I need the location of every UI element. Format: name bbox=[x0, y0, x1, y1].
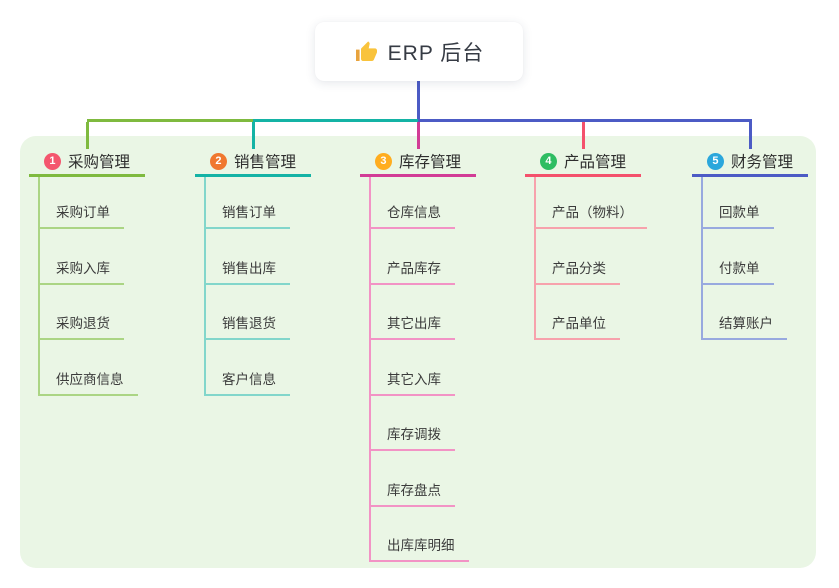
branch-node-sales[interactable]: 2 销售管理 bbox=[195, 148, 311, 177]
child-node[interactable]: 销售退货 bbox=[204, 313, 290, 340]
branch-node-purchase[interactable]: 1 采购管理 bbox=[29, 148, 145, 177]
branch-number-badge: 2 bbox=[209, 152, 227, 170]
child-node[interactable]: 销售出库 bbox=[204, 258, 290, 285]
branch-spine-product bbox=[534, 177, 536, 340]
branch-label: 产品管理 bbox=[563, 154, 626, 171]
child-node[interactable]: 采购退货 bbox=[38, 313, 124, 340]
mindmap-panel bbox=[20, 136, 816, 568]
branch-number-badge: 5 bbox=[706, 152, 724, 170]
top-connector-segment bbox=[87, 119, 253, 122]
child-node[interactable]: 供应商信息 bbox=[38, 369, 138, 396]
child-node[interactable]: 采购入库 bbox=[38, 258, 124, 285]
branch-spine-finance bbox=[701, 177, 703, 340]
branch-label: 库存管理 bbox=[398, 154, 461, 171]
branch-label: 销售管理 bbox=[233, 154, 296, 171]
child-node[interactable]: 结算账户 bbox=[701, 313, 787, 340]
child-node[interactable]: 库存盘点 bbox=[369, 480, 455, 507]
child-node[interactable]: 出库库明细 bbox=[369, 535, 469, 562]
branch-connector-inventory bbox=[416, 122, 420, 149]
child-node[interactable]: 库存调拨 bbox=[369, 424, 455, 451]
branch-number-badge: 4 bbox=[539, 152, 557, 170]
top-connector-segment bbox=[418, 119, 752, 122]
branch-node-finance[interactable]: 5 财务管理 bbox=[692, 148, 808, 177]
branch-node-inventory[interactable]: 3 库存管理 bbox=[360, 148, 476, 177]
child-node[interactable]: 产品分类 bbox=[534, 258, 620, 285]
child-node[interactable]: 仓库信息 bbox=[369, 202, 455, 229]
branch-connector-sales bbox=[251, 122, 255, 149]
branch-number-badge: 1 bbox=[43, 152, 61, 170]
child-node[interactable]: 采购订单 bbox=[38, 202, 124, 229]
child-node[interactable]: 产品（物料） bbox=[534, 202, 647, 229]
branch-node-product[interactable]: 4 产品管理 bbox=[525, 148, 641, 177]
branch-number-badge: 3 bbox=[374, 152, 392, 170]
child-node[interactable]: 回款单 bbox=[701, 202, 774, 229]
branch-spine-sales bbox=[204, 177, 206, 396]
child-node[interactable]: 付款单 bbox=[701, 258, 774, 285]
branch-spine-purchase bbox=[38, 177, 40, 396]
branch-connector-purchase bbox=[85, 122, 89, 149]
branch-label: 财务管理 bbox=[730, 154, 793, 171]
child-node[interactable]: 产品单位 bbox=[534, 313, 620, 340]
branch-spine-inventory bbox=[369, 177, 371, 562]
root-node[interactable]: ERP 后台 bbox=[315, 22, 523, 81]
root-connector bbox=[416, 81, 420, 122]
branch-connector-finance bbox=[748, 122, 752, 149]
branch-connector-product bbox=[581, 122, 585, 149]
thumbs-up-icon bbox=[354, 40, 378, 64]
root-title: ERP 后台 bbox=[387, 41, 485, 65]
branch-label: 采购管理 bbox=[67, 154, 130, 171]
child-node[interactable]: 其它出库 bbox=[369, 313, 455, 340]
child-node[interactable]: 销售订单 bbox=[204, 202, 290, 229]
top-connector-segment bbox=[253, 119, 418, 122]
child-node[interactable]: 客户信息 bbox=[204, 369, 290, 396]
child-node[interactable]: 产品库存 bbox=[369, 258, 455, 285]
child-node[interactable]: 其它入库 bbox=[369, 369, 455, 396]
